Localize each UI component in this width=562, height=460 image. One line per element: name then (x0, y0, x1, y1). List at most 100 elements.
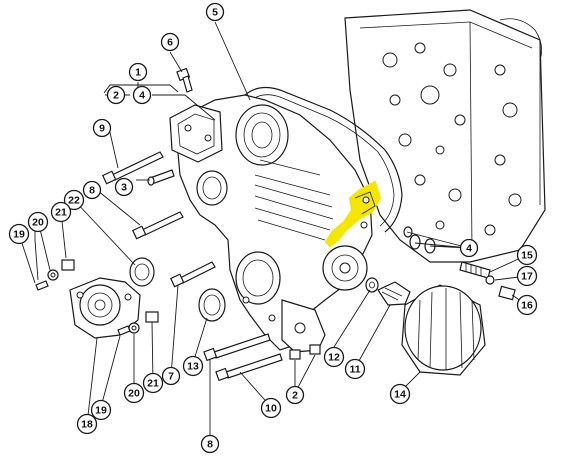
callout-circle (389, 383, 411, 405)
highlighted-oil-tube-bracket (324, 180, 382, 248)
callout-number: 1 (135, 67, 141, 79)
callout-number: 16 (521, 300, 533, 312)
callout-c17: 17 (516, 265, 538, 287)
timing-cover-housing (169, 94, 373, 353)
filter-adapter-11 (377, 281, 411, 306)
callout-number: 22 (68, 195, 80, 207)
callout-circle (106, 85, 126, 105)
bolt-8-upper (131, 211, 184, 240)
callout-number: 19 (95, 405, 107, 417)
callout-c5: 5 (205, 2, 225, 22)
callout-circle (200, 434, 220, 454)
seal-22 (129, 257, 155, 287)
callout-c10: 10 (260, 397, 282, 419)
engine-block (344, 9, 546, 263)
callout-c4b: 4 (459, 238, 479, 258)
callout-circle (516, 265, 538, 287)
callout-c2b: 2 (285, 385, 305, 405)
callout-c7: 7 (161, 366, 181, 386)
timing-cover-gasket (239, 87, 403, 233)
callout-number: 4 (139, 90, 145, 102)
bolt-7 (169, 261, 216, 288)
washer-12 (365, 277, 379, 293)
callout-number: 13 (187, 361, 199, 373)
callout-c13: 13 (182, 355, 204, 377)
callout-number: 18 (81, 419, 93, 431)
callout-number: 6 (167, 37, 173, 49)
callout-circle (50, 201, 72, 223)
callout-number: 21 (55, 207, 67, 219)
callout-number: 11 (349, 364, 360, 376)
callout-number: 3 (121, 182, 127, 194)
callout-c8a: 8 (82, 180, 102, 200)
callout-circle (285, 385, 305, 405)
callout-c8b: 8 (200, 434, 220, 454)
callout-c1: 1 (128, 62, 148, 82)
callout-c9: 9 (92, 118, 112, 138)
callout-number: 15 (521, 250, 533, 262)
callout-circle (205, 2, 225, 22)
callout-circle (323, 346, 345, 368)
callout-circle (132, 85, 152, 105)
callout-number: 7 (168, 371, 174, 383)
pump-housing-18 (69, 277, 141, 339)
callout-circle (161, 366, 181, 386)
callout-circle (128, 62, 148, 82)
callout-circle (516, 294, 538, 316)
callout-number: 9 (99, 123, 105, 135)
fastener-set-lower (117, 311, 159, 336)
callout-circle (459, 238, 479, 258)
bolt-10-upper (203, 333, 271, 362)
fastener-set-upper (35, 259, 75, 291)
callout-c21b: 21 (142, 372, 164, 394)
callout-circle (160, 32, 180, 52)
callout-c22: 22 (63, 189, 85, 211)
callout-c2a: 2 (106, 85, 126, 105)
callout-number: 5 (212, 7, 218, 19)
callout-number: 21 (147, 378, 159, 390)
callout-c3: 3 (114, 177, 134, 197)
callout-circle (182, 355, 204, 377)
callout-c12: 12 (323, 346, 345, 368)
callout-circle (27, 211, 49, 233)
callout-c19b: 19 (90, 399, 112, 421)
callout-number: 10 (265, 403, 277, 415)
callout-circle (114, 177, 134, 197)
callout-number: 17 (521, 271, 533, 283)
callout-number: 12 (328, 352, 340, 364)
callout-c20b: 20 (123, 382, 145, 404)
bolt-10-lower (215, 353, 283, 382)
callout-c11: 11 (344, 358, 366, 380)
callout-circle (76, 413, 98, 435)
callout-circle (90, 399, 112, 421)
callout-number: 14 (394, 389, 406, 401)
callout-c19a: 19 (8, 223, 30, 245)
seal-13 (198, 288, 226, 322)
callout-c16: 16 (516, 294, 538, 316)
plugs-2 (289, 344, 321, 360)
relief-valve-parts (459, 261, 516, 301)
callout-number: 4 (466, 243, 472, 255)
callout-circle (516, 244, 538, 266)
callout-number: 8 (207, 439, 213, 451)
callout-c21a: 21 (50, 201, 72, 223)
callout-circle (92, 118, 112, 138)
leader-lines (18, 21, 528, 442)
callout-c18: 18 (76, 413, 98, 435)
callout-number: 19 (13, 229, 25, 241)
callout-c6: 6 (160, 32, 180, 52)
callout-c15: 15 (516, 244, 538, 266)
callout-number: 20 (128, 388, 140, 400)
callout-circle (344, 358, 366, 380)
callout-circle (8, 223, 30, 245)
callout-c14: 14 (389, 383, 411, 405)
callout-number: 8 (89, 185, 95, 197)
callout-circle (82, 180, 102, 200)
callout-circle (123, 382, 145, 404)
callout-c20a: 20 (27, 211, 49, 233)
callout-c4a: 4 (132, 85, 152, 105)
bolt-6 (176, 67, 193, 93)
